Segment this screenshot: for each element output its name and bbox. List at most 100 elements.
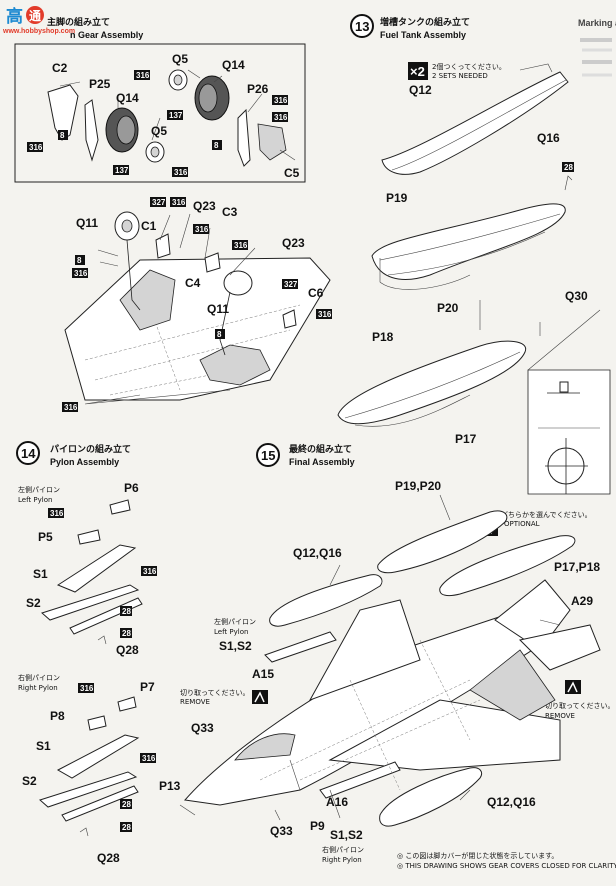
section14-header: 14 パイロンの組み立て Pylon Assembly: [16, 441, 131, 467]
svg-text:316: 316: [29, 143, 43, 152]
part-labels: C2 P25 Q14 Q5 Q14 P26 Q5 C5 Q11 C1 Q23 C…: [22, 52, 600, 865]
tag-316: 316: [272, 95, 288, 105]
tag-316: 316: [172, 167, 188, 177]
svg-text:316: 316: [274, 96, 288, 105]
right-pylon-label-final: 右側パイロン: [322, 845, 364, 854]
svg-text:Left Pylon: Left Pylon: [214, 628, 248, 636]
part-label: Q5: [172, 52, 188, 66]
part-label: Q12: [409, 83, 432, 97]
part-label: Q14: [222, 58, 245, 72]
svg-text:316: 316: [174, 168, 188, 177]
svg-text:Final Assembly: Final Assembly: [289, 457, 355, 467]
part-label: P5: [38, 530, 53, 544]
part-label: C3: [222, 205, 238, 219]
tag-327: 327: [150, 197, 166, 207]
step-number-circle: [350, 14, 374, 38]
part-label: P19,P20: [395, 479, 441, 493]
svg-text:316: 316: [274, 113, 288, 122]
part-label: S2: [26, 596, 41, 610]
svg-text:327: 327: [152, 198, 166, 207]
part-label: P17,P18: [554, 560, 600, 574]
tag-28: 28: [120, 606, 132, 616]
part-label: P18: [372, 330, 394, 344]
section13-header: 13 増槽タンクの組み立て Fuel Tank Assembly: [350, 14, 470, 40]
part-label: Q11: [207, 302, 229, 316]
svg-text:316: 316: [234, 241, 248, 250]
svg-text:316: 316: [318, 310, 332, 319]
tag-316: 316: [78, 683, 94, 693]
tag-316: 316: [316, 309, 332, 319]
svg-text:13: 13: [355, 19, 369, 34]
tag-316: 316: [141, 566, 157, 576]
svg-text:増槽タンクの組み立て: 増槽タンクの組み立て: [380, 16, 470, 28]
svg-text:316: 316: [172, 198, 186, 207]
svg-text:316: 316: [142, 754, 156, 763]
section15-header: 15 最終の組み立て Final Assembly: [256, 443, 355, 467]
part-label: S1,S2: [330, 828, 363, 842]
svg-text:通: 通: [29, 8, 41, 23]
tag-316: 316: [27, 142, 43, 152]
svg-text:28: 28: [564, 163, 573, 172]
tag-316: 316: [140, 753, 156, 763]
svg-text:n Gear Assembly: n Gear Assembly: [70, 30, 143, 40]
svg-text:137: 137: [169, 111, 183, 120]
svg-text:327: 327: [284, 280, 298, 289]
main-gear-drawing: [47, 69, 296, 167]
tag-316: 316: [72, 268, 88, 278]
svg-text:316: 316: [80, 684, 94, 693]
svg-text:316: 316: [143, 567, 157, 576]
svg-text:28: 28: [122, 800, 131, 809]
section12-detail-frame: [14, 43, 306, 183]
tag-8: 8: [58, 130, 68, 140]
left-pylon-label-final: 左側パイロン: [214, 617, 256, 626]
svg-text:パイロンの組み立て: パイロンの組み立て: [50, 443, 131, 455]
svg-text:REMOVE: REMOVE: [545, 712, 575, 720]
svg-text:316: 316: [64, 403, 78, 412]
svg-text:2個つくってください。: 2個つくってください。: [432, 62, 506, 71]
svg-text:316: 316: [195, 225, 209, 234]
part-label: P17: [455, 432, 477, 446]
wing-gear-bay-drawing: [64, 211, 331, 405]
svg-text:28: 28: [122, 823, 131, 832]
part-label: A16: [326, 795, 348, 809]
svg-text:◎ THIS DRAWING SHOWS GEAR COVE: ◎ THIS DRAWING SHOWS GEAR COVERS CLOSED …: [397, 862, 616, 870]
part-label: Q23: [282, 236, 305, 250]
part-label: Q11: [76, 216, 98, 230]
tag-28: 28: [120, 822, 132, 832]
part-label: P19: [386, 191, 408, 205]
tag-8: 8: [75, 255, 85, 265]
tag-316: 316: [170, 197, 186, 207]
svg-text:右側パイロン: 右側パイロン: [18, 673, 60, 682]
part-label: Q14: [116, 91, 139, 105]
aircraft-final-drawing: [179, 494, 601, 827]
part-label: C1: [141, 219, 157, 233]
svg-text:左側パイロン: 左側パイロン: [18, 485, 60, 494]
part-label: P7: [140, 680, 155, 694]
part-label: A15: [252, 667, 274, 681]
svg-text:Right Pylon: Right Pylon: [322, 856, 362, 864]
part-label: C5: [284, 166, 300, 180]
part-label: Q5: [151, 124, 167, 138]
part-label: C6: [308, 286, 324, 300]
part-label: Q23: [193, 199, 216, 213]
svg-text:Fuel Tank Assembly: Fuel Tank Assembly: [380, 30, 466, 40]
fuel-tank-drawing: [337, 63, 611, 495]
svg-text:8: 8: [77, 256, 82, 265]
part-label: Q28: [97, 851, 120, 865]
svg-text:28: 28: [122, 607, 131, 616]
svg-text:Right Pylon: Right Pylon: [18, 684, 58, 692]
svg-text:8: 8: [214, 141, 219, 150]
svg-text:8: 8: [217, 330, 222, 339]
tag-316: 316: [272, 112, 288, 122]
part-label: P26: [247, 82, 269, 96]
part-label: C2: [52, 61, 68, 75]
remove-note-left: 切り取ってください。 REMOVE: [180, 689, 268, 706]
svg-text:8: 8: [60, 131, 65, 140]
marking-header-fragment: Marking and Pa: [578, 18, 616, 28]
footnote: ◎ この図は脚カバーが閉じた状態を示しています。 ◎ THIS DRAWING …: [397, 851, 616, 870]
svg-text:Left Pylon: Left Pylon: [18, 496, 52, 504]
tag-316: 316: [232, 240, 248, 250]
part-label: Q28: [116, 643, 139, 657]
svg-text:×2: ×2: [410, 64, 425, 79]
